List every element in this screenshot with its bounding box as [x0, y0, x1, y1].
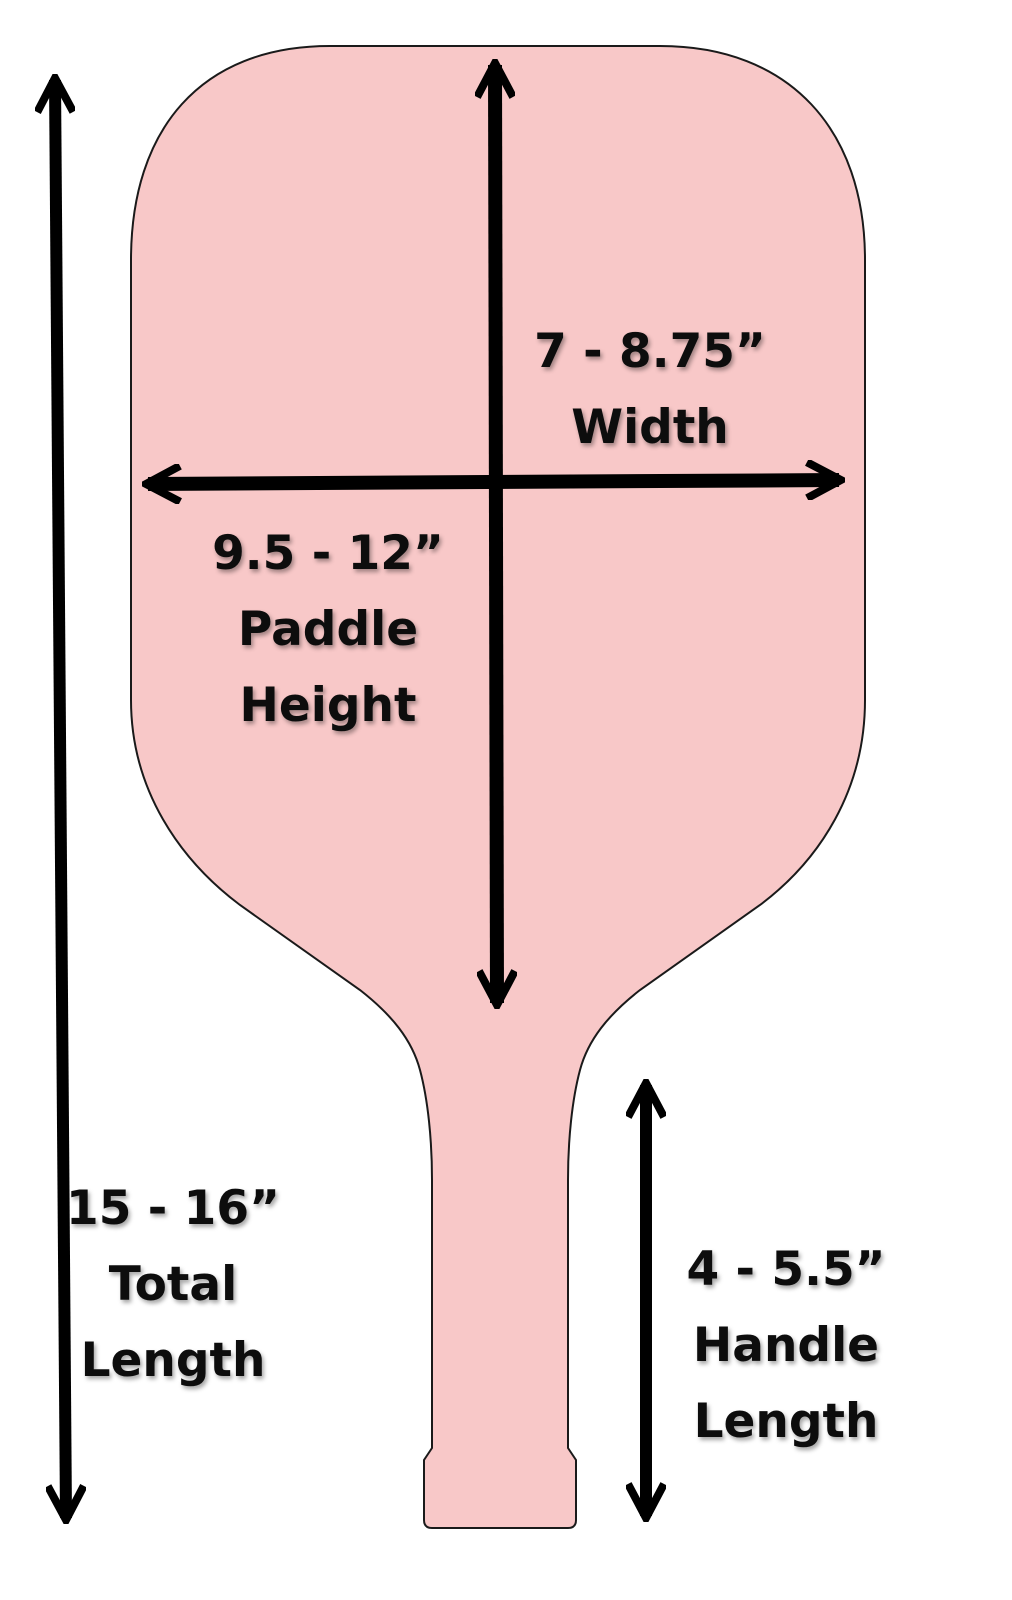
width-name: Width: [571, 400, 729, 455]
width-value: 7 - 8.75”: [534, 324, 766, 379]
width-arrow: [148, 480, 839, 484]
paddle-height-name-line1: Paddle: [237, 602, 419, 657]
handle-length-name-line2: Length: [693, 1394, 879, 1449]
total-length-name-line2: Length: [80, 1333, 266, 1388]
total-length-name-line1: Total: [108, 1257, 238, 1312]
total-length-arrow: [55, 80, 66, 1518]
paddle-height-label: 9.5 - 12” Paddle Height: [178, 516, 478, 744]
handle-length-name-line1: Handle: [692, 1318, 880, 1373]
total-length-value: 15 - 16”: [66, 1181, 280, 1236]
handle-length-label: 4 - 5.5” Handle Length: [656, 1232, 916, 1460]
paddle-height-value: 9.5 - 12”: [212, 526, 444, 581]
paddle-height-name-line2: Height: [239, 678, 417, 733]
total-length-label: 15 - 16” Total Length: [48, 1171, 298, 1399]
width-label: 7 - 8.75” Width: [505, 314, 795, 466]
handle-length-value: 4 - 5.5”: [686, 1242, 886, 1297]
paddle-height-arrow: [495, 65, 497, 1003]
